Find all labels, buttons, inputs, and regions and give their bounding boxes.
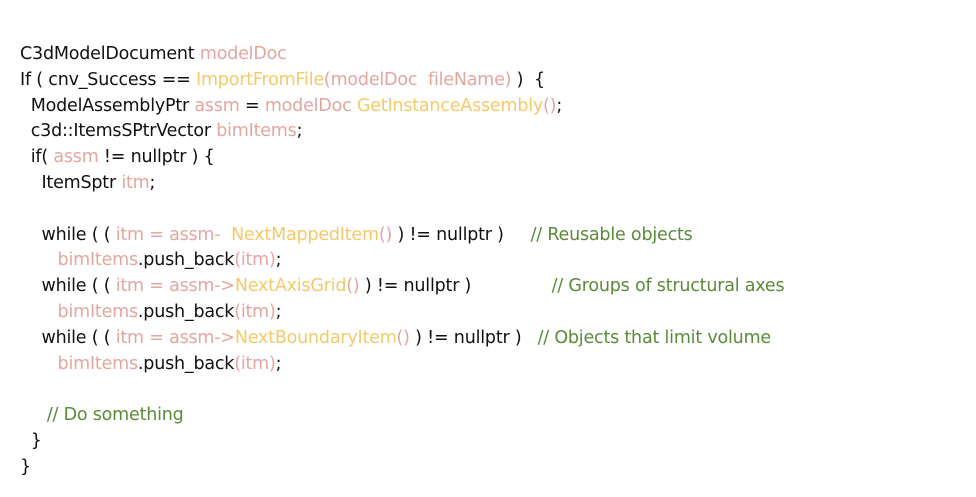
code-text xyxy=(20,354,58,374)
code-text: != nullptr ) { xyxy=(98,147,215,168)
code-text: .push_back xyxy=(137,301,235,322)
code-text xyxy=(20,405,47,425)
code-variable: = assm-> xyxy=(143,276,235,297)
code-variable: modelDoc fileName xyxy=(330,69,505,90)
code-text: If ( cnv_Success == xyxy=(20,69,196,90)
code-line: If ( cnv_Success == ImportFromFile(model… xyxy=(20,68,784,94)
code-text: } xyxy=(20,430,42,451)
code-function: NextBoundaryItem xyxy=(234,327,397,348)
code-line: while ( ( itm = assm->NextBoundaryItem()… xyxy=(20,326,784,352)
code-variable: assm xyxy=(53,147,99,168)
code-variable: assm xyxy=(194,95,240,116)
code-text: if( xyxy=(20,147,54,168)
code-variable: ) xyxy=(504,69,512,90)
code-line: while ( ( itm = assm- NextMappedItem() )… xyxy=(20,223,784,249)
code-line: C3dModelDocument modelDoc xyxy=(20,42,784,68)
code-variable: itm xyxy=(121,172,150,193)
code-comment: // Groups of structural axes xyxy=(551,276,785,297)
code-variable: itm xyxy=(115,224,144,245)
code-variable: itm xyxy=(115,327,144,348)
code-text: ; xyxy=(275,353,282,374)
code-variable: modelDoc xyxy=(264,95,357,116)
code-line: bimItems.push_back(itm); xyxy=(20,300,784,326)
code-variable: bimItems xyxy=(216,121,297,142)
code-function: GetInstanceAssembly xyxy=(356,95,544,116)
code-variable: itm xyxy=(115,276,144,297)
code-text: ; xyxy=(296,121,303,142)
code-line: while ( ( itm = assm->NextAxisGrid() ) !… xyxy=(20,274,784,300)
code-text: while ( ( xyxy=(20,224,116,245)
code-text: ItemSptr xyxy=(20,172,122,193)
code-line xyxy=(20,377,784,403)
code-text: c3d::ItemsSPtrVector xyxy=(20,121,217,142)
code-line xyxy=(20,197,784,223)
code-variable: (itm) xyxy=(234,250,276,271)
code-line: if( assm != nullptr ) { xyxy=(20,145,784,171)
code-variable: () xyxy=(543,95,557,116)
code-text: ModelAssemblyPtr xyxy=(20,95,195,116)
code-variable: modelDoc xyxy=(199,44,287,64)
code-comment: // Objects that limit volume xyxy=(537,327,772,348)
code-variable: bimItems xyxy=(57,250,139,271)
code-variable: (itm) xyxy=(234,301,276,322)
code-line: ItemSptr itm; xyxy=(20,171,784,197)
code-variable: = assm-> xyxy=(143,327,235,348)
code-line: } xyxy=(20,455,784,481)
code-function: NextMappedItem xyxy=(231,224,379,245)
code-text: C3dModelDocument xyxy=(20,44,200,64)
code-text: ) != nullptr ) xyxy=(359,276,552,297)
code-text: = xyxy=(239,95,265,116)
code-comment: // Do something xyxy=(46,405,184,426)
code-variable: ( xyxy=(323,69,331,90)
code-variable: bimItems xyxy=(57,301,139,322)
code-text: .push_back xyxy=(137,353,235,374)
code-text: ) != nullptr ) xyxy=(392,224,531,245)
code-line: bimItems.push_back(itm); xyxy=(20,248,784,274)
code-line: ModelAssemblyPtr assm = modelDoc GetInst… xyxy=(20,94,784,120)
code-line: c3d::ItemsSPtrVector bimItems; xyxy=(20,119,784,145)
code-variable: () xyxy=(396,327,410,348)
code-text: .push_back xyxy=(137,250,235,271)
code-text xyxy=(20,302,58,322)
code-variable: () xyxy=(378,224,393,245)
code-line: } xyxy=(20,429,784,455)
code-variable: bimItems xyxy=(57,353,139,374)
code-function: NextAxisGrid xyxy=(234,276,347,297)
code-text: ) != nullptr ) xyxy=(409,327,538,348)
code-text xyxy=(20,250,58,270)
code-text: while ( ( xyxy=(20,327,116,348)
code-text: ; xyxy=(556,95,563,116)
code-line: // Do something xyxy=(20,403,784,429)
code-text: ) { xyxy=(511,69,545,90)
code-variable: () xyxy=(346,276,360,297)
code-text: ; xyxy=(275,301,282,322)
code-comment: // Reusable objects xyxy=(530,224,693,245)
code-text: while ( ( xyxy=(20,276,116,297)
code-text: ; xyxy=(275,250,282,271)
code-text: } xyxy=(20,456,31,477)
code-variable: (itm) xyxy=(234,353,276,374)
code-function: ImportFromFile xyxy=(196,69,324,90)
code-line: bimItems.push_back(itm); xyxy=(20,352,784,378)
code-variable: = assm- xyxy=(143,224,232,245)
code-text: ; xyxy=(149,172,156,193)
